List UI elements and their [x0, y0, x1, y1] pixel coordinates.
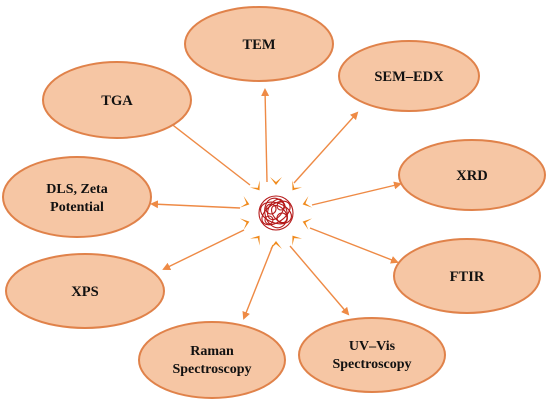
nanoparticle-icon — [258, 195, 294, 231]
node-tem-label: TEM — [242, 37, 275, 53]
node-ftir: FTIR — [393, 238, 541, 314]
arrow-to-xps — [162, 229, 245, 270]
node-xrd-label: XRD — [456, 168, 487, 184]
node-raman-label-line2: Spectroscopy — [172, 362, 251, 377]
node-tem: TEM — [184, 6, 334, 82]
chevron-ring — [239, 177, 313, 249]
node-xps-label: XPS — [71, 284, 98, 300]
arrow-to-xrd — [311, 181, 402, 206]
node-sem-edx-label: SEM–EDX — [374, 69, 444, 85]
node-raman: Raman Spectroscopy — [138, 321, 286, 399]
node-ftir-label: FTIR — [450, 269, 485, 285]
arrow-to-sem-edx — [293, 111, 359, 184]
node-raman-label-line1: Raman — [190, 344, 234, 359]
arrow-to-raman — [242, 244, 274, 320]
node-dls-zeta-label-line1: DLS, Zeta — [46, 182, 107, 197]
node-dls-zeta-label-line2: Potential — [50, 200, 104, 215]
node-uv-vis-label-line2: Spectroscopy — [332, 357, 411, 372]
arrow-to-tem — [261, 88, 270, 183]
arrows — [150, 88, 402, 320]
node-uv-vis-label-line1: UV–Vis — [349, 339, 396, 354]
arrow-to-tga — [163, 117, 251, 186]
arrow-to-ftir — [309, 227, 399, 264]
node-xps: XPS — [5, 253, 165, 329]
hub — [239, 177, 313, 249]
node-sem-edx: SEM–EDX — [338, 40, 480, 112]
arrow-to-dls-zeta — [150, 200, 241, 209]
node-dls-zeta: DLS, Zeta Potential — [2, 156, 152, 238]
node-xrd: XRD — [398, 139, 546, 211]
node-tga-label: TGA — [101, 93, 133, 109]
node-uv-vis: UV–Vis Spectroscopy — [298, 317, 446, 393]
arrow-to-uv-vis — [289, 245, 350, 316]
node-tga: TGA — [42, 61, 192, 139]
